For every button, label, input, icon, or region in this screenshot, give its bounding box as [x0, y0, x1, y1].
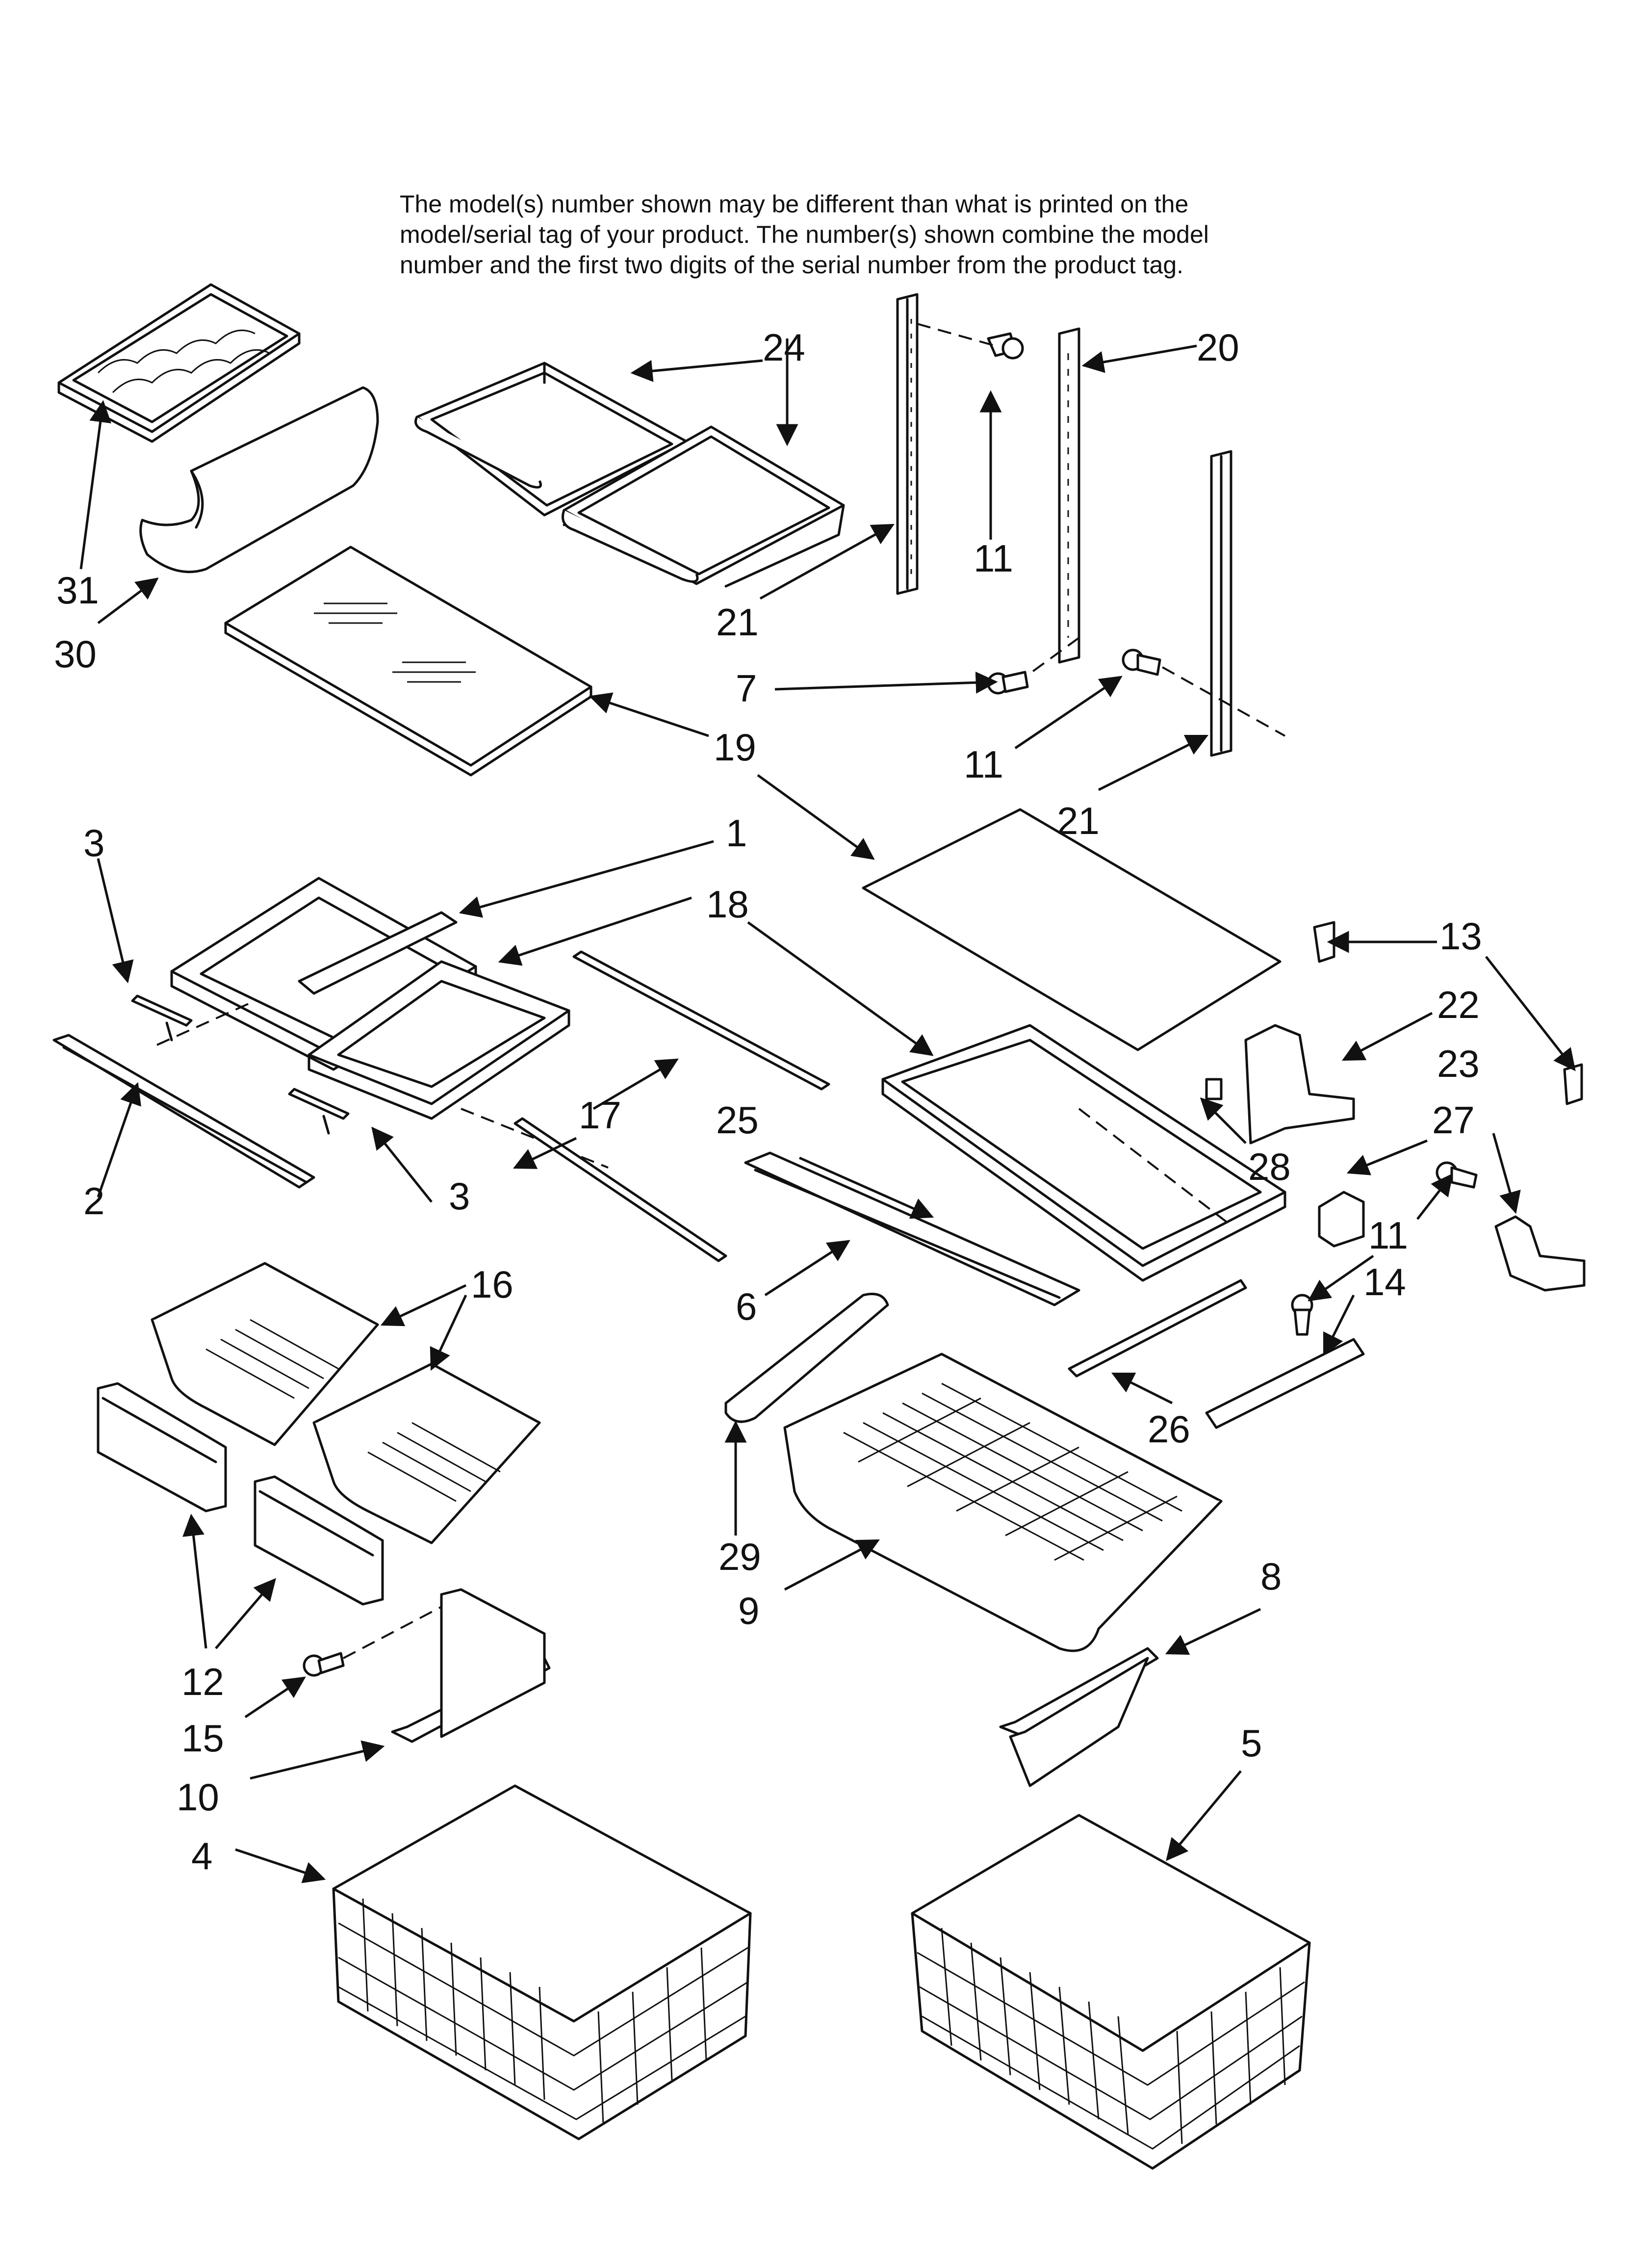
part-12-bin-front-upper: [97, 1382, 227, 1512]
frame-axis-2: [461, 1108, 609, 1169]
screw-axis-middle: [1024, 637, 1080, 678]
callout-20: 20: [1197, 326, 1239, 369]
callout-2: 2: [83, 1179, 104, 1223]
part-3-clip-upper: [131, 994, 193, 1042]
leader-lines: [79, 339, 1576, 1883]
part-26-bar: [1068, 1279, 1247, 1378]
callout-31: 31: [56, 569, 99, 612]
callout-14: 14: [1363, 1260, 1406, 1303]
part-31-ice-tray: [57, 283, 301, 443]
part-28-clip: [1205, 1078, 1223, 1100]
screw-axis-right: [1162, 666, 1285, 737]
callout-21: 21: [1057, 799, 1100, 842]
screw-axis-top: [917, 323, 996, 347]
part-16-bin-lower: [312, 1362, 541, 1544]
part-27-bracket: [1318, 1191, 1365, 1248]
callout-19: 19: [714, 726, 756, 769]
part-17-rod-lower: [513, 1117, 727, 1262]
part-20-rail-middle: [1058, 327, 1080, 664]
callout-22: 22: [1437, 983, 1480, 1026]
callout-27: 27: [1432, 1098, 1475, 1142]
callout-labels: 24 20 11 21 31 30 7 11 21 19 1 18 3 3 2 …: [54, 326, 1482, 1877]
part-30-curved-guard: [139, 386, 379, 574]
screw-axis-15: [343, 1603, 447, 1659]
part-13-clip-lower: [1563, 1063, 1583, 1105]
part-29-handle: [724, 1293, 889, 1423]
part-21-rail-right: [1210, 450, 1232, 757]
part-5-wire-basket: [911, 1814, 1311, 2170]
callout-5: 5: [1241, 1721, 1262, 1765]
disclaimer-note: The model(s) number shown may be differe…: [400, 189, 1528, 280]
frame-axis-right: [1078, 1108, 1227, 1223]
callout-10: 10: [177, 1775, 219, 1819]
disclaimer-line-3: number and the first two digits of the s…: [400, 251, 1184, 279]
callout-28: 28: [1248, 1145, 1291, 1188]
part-6-cover: [744, 1151, 1080, 1306]
callout-11: 11: [974, 537, 1013, 580]
part-11-screw-right: [1436, 1161, 1478, 1189]
callout-15: 15: [181, 1717, 224, 1760]
frame-axis-1: [156, 1000, 256, 1046]
part-23-support: [1494, 1215, 1586, 1292]
part-17-rod-upper: [572, 950, 830, 1091]
part-11-screw-middle: [1122, 649, 1161, 676]
callout-25: 25: [716, 1098, 759, 1142]
callout-3: 3: [449, 1174, 470, 1218]
part-11-screw-top: [987, 332, 1024, 360]
part-19-glass-shelf-upper: [224, 546, 592, 777]
callout-12: 12: [181, 1660, 224, 1703]
callout-4: 4: [191, 1834, 212, 1877]
disclaimer-line-1: The model(s) number shown may be differe…: [400, 190, 1189, 218]
disclaimer-line-2: model/serial tag of your product. The nu…: [400, 221, 1209, 248]
part-11-screw-lower: [1291, 1294, 1313, 1336]
part-22-support: [1244, 1024, 1355, 1145]
callout-18: 18: [706, 883, 749, 926]
callout-16: 16: [471, 1263, 513, 1306]
callout-24: 24: [763, 326, 805, 369]
callout-29: 29: [718, 1535, 761, 1578]
part-8-divider: [999, 1647, 1159, 1787]
callout-3: 3: [83, 821, 104, 864]
callout-26: 26: [1148, 1408, 1190, 1451]
callout-1: 1: [726, 811, 747, 855]
callout-8: 8: [1260, 1555, 1282, 1598]
callout-17: 17: [579, 1094, 621, 1137]
part-14-bar: [1205, 1338, 1365, 1429]
callout-23: 23: [1437, 1042, 1480, 1085]
callout-21: 21: [716, 600, 759, 644]
callout-11: 11: [1368, 1214, 1408, 1257]
part-21-rail-left: [896, 293, 919, 595]
part-3-clip-lower: [288, 1088, 350, 1135]
part-24-shelf-right: [562, 425, 845, 588]
callout-9: 9: [738, 1589, 759, 1632]
callout-6: 6: [736, 1285, 757, 1328]
part-4-wire-basket: [332, 1784, 752, 2140]
part-15-screw: [303, 1652, 345, 1677]
part-9-drawer: [783, 1353, 1223, 1652]
callout-7: 7: [736, 667, 757, 710]
part-10-divider: [391, 1588, 551, 1743]
callout-11: 11: [964, 743, 1003, 786]
part-19-glass-shelf-lower: [862, 808, 1282, 1051]
callout-30: 30: [54, 632, 97, 676]
part-2-rail: [52, 1034, 315, 1189]
part-16-bin-upper: [151, 1262, 379, 1446]
callout-13: 13: [1439, 914, 1482, 958]
part-12-bin-front-lower: [254, 1475, 384, 1606]
part-18-crisper-frame: [308, 960, 570, 1120]
part-18-crisper-frame-right: [881, 1024, 1286, 1282]
